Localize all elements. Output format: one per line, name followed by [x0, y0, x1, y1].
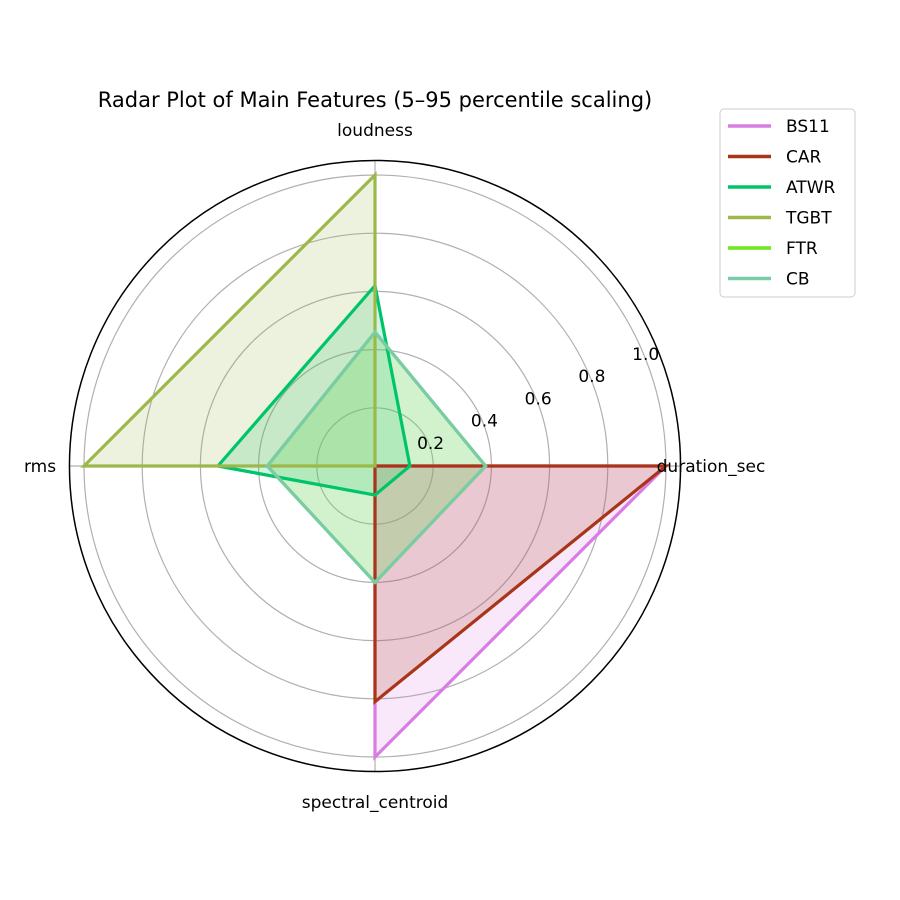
- axis-label-loudness: loudness: [337, 121, 413, 141]
- legend-item-cb: CB: [728, 270, 810, 290]
- legend-label: BS11: [786, 117, 830, 137]
- radial-tick-label: 0.4: [471, 412, 498, 432]
- legend-item-ftr: FTR: [728, 239, 818, 259]
- legend-label: ATWR: [786, 178, 836, 198]
- radial-tick-labels: 0.2 0.4 0.6 0.8 1.0: [417, 345, 659, 454]
- legend-item-atwr: ATWR: [728, 178, 836, 198]
- series-line-cb: [265, 329, 488, 585]
- series-polygons: [80, 171, 671, 761]
- legend-item-tgbt: TGBT: [728, 209, 832, 229]
- series-fill-atwr: [217, 285, 410, 496]
- legend-label: FTR: [786, 239, 818, 259]
- legend-item-bs11: BS11: [728, 117, 830, 137]
- legend-label: TGBT: [785, 209, 832, 229]
- radial-tick-label: 0.2: [417, 434, 444, 454]
- axis-label-duration_sec: duration_sec: [657, 457, 766, 477]
- radial-tick-label: 0.8: [578, 367, 605, 387]
- chart-title: Radar Plot of Main Features (5–95 percen…: [98, 88, 652, 112]
- radial-tick-label: 0.6: [525, 389, 552, 409]
- axis-label-rms: rms: [24, 457, 56, 477]
- radial-tick-label: 1.0: [632, 345, 659, 365]
- series-line-tgbt: [80, 171, 377, 468]
- legend-label: CAR: [786, 148, 821, 168]
- legend-item-car: CAR: [728, 148, 821, 168]
- axis-labels: duration_sec loudness rms spectral_centroid: [24, 121, 765, 813]
- legend-label: CB: [786, 270, 810, 290]
- axis-label-spectral_centroid: spectral_centroid: [302, 793, 449, 813]
- outer-frame: [68, 159, 682, 773]
